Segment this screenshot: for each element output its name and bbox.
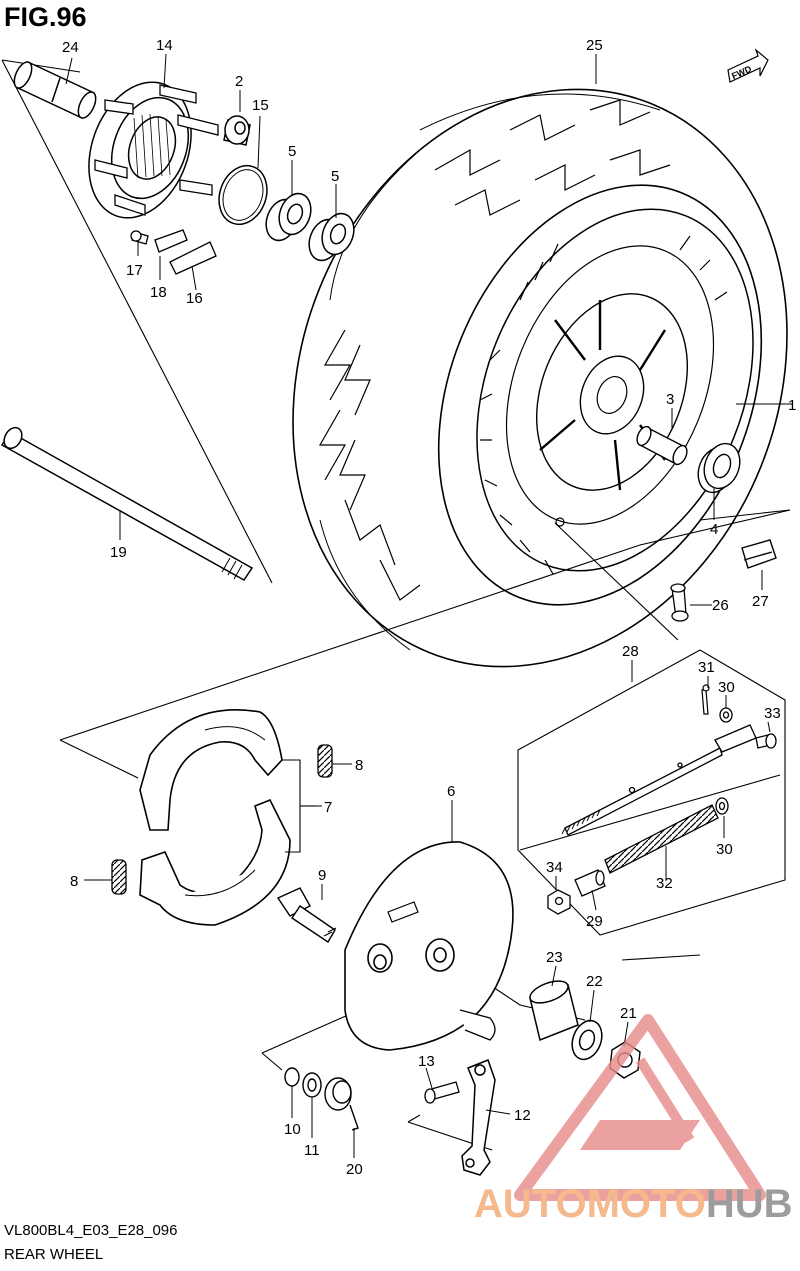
rear-axle (0, 426, 254, 581)
bolt-13 (424, 1081, 460, 1104)
shoe-bracket (282, 759, 316, 853)
brake-cam-lever (461, 1059, 496, 1176)
washer-30-lower (715, 797, 729, 815)
callout-1: 1 (788, 397, 796, 414)
callout-8-upper: 8 (355, 757, 363, 774)
callout-6: 6 (447, 783, 455, 800)
brake-shoe-upper (139, 709, 283, 831)
watermark-part-b: HUB (705, 1182, 793, 1226)
callout-20: 20 (346, 1161, 363, 1178)
valve-cap (741, 539, 777, 569)
washer-11 (302, 1072, 322, 1098)
callout-5b: 5 (331, 168, 339, 185)
callout-28: 28 (622, 643, 639, 660)
callout-27: 27 (752, 593, 769, 610)
hub-studs (94, 84, 219, 216)
pin-33 (755, 733, 777, 749)
tire (292, 88, 788, 668)
bearing-left-a (265, 192, 312, 242)
nut-34 (547, 889, 571, 915)
callout-32: 32 (656, 875, 673, 892)
callout-21: 21 (620, 1005, 637, 1022)
callout-30-lower: 30 (716, 841, 733, 858)
callout-12: 12 (514, 1107, 531, 1124)
bearing-left-b (308, 212, 355, 262)
hub-carrier (88, 81, 192, 219)
callout-18: 18 (150, 284, 167, 301)
callout-19: 19 (110, 544, 127, 561)
diagram-subtitle: REAR WHEEL (4, 1246, 104, 1263)
leader-lines (65, 53, 792, 1158)
callout-30-upper: 30 (718, 679, 735, 696)
chain-adjuster-plate (169, 241, 217, 275)
callout-33: 33 (764, 705, 781, 722)
brake-panel (344, 841, 514, 1051)
washer-30-upper (719, 707, 733, 723)
callout-4: 4 (710, 521, 718, 538)
watermark-triangle-icon (514, 1014, 766, 1201)
callout-31: 31 (698, 659, 715, 676)
brake-shoe-lower (139, 798, 291, 926)
figure-title: FIG.96 (4, 2, 87, 32)
spacer-23 (529, 980, 579, 1042)
callout-5a: 5 (288, 143, 296, 160)
callout-7: 7 (324, 799, 332, 816)
callout-2: 2 (235, 73, 243, 90)
model-code: VL800BL4_E03_E28_096 (4, 1222, 178, 1239)
callout-labels: 24 14 2 15 5 5 25 17 18 16 3 1 4 19 26 2… (62, 37, 796, 1178)
callout-13: 13 (418, 1053, 435, 1070)
callout-29: 29 (586, 913, 603, 930)
seal-22 (571, 1019, 603, 1061)
bearing-right (697, 442, 741, 494)
cotter-pin (701, 684, 710, 715)
callout-22: 22 (586, 973, 603, 990)
brake-rod (561, 724, 757, 836)
fwd-arrow-icon: FWD (727, 48, 769, 83)
watermark-logo: AUTOMOTOHUB (474, 1182, 793, 1227)
hub-spacer (636, 425, 688, 466)
callout-26: 26 (712, 597, 729, 614)
o-ring (218, 164, 268, 226)
callout-8-lower: 8 (70, 873, 78, 890)
circlip (284, 1067, 300, 1087)
callout-16: 16 (186, 290, 203, 307)
callout-24: 24 (62, 39, 79, 56)
callout-15: 15 (252, 97, 269, 114)
callout-14: 14 (156, 37, 173, 54)
callout-10: 10 (284, 1121, 301, 1138)
lock-plate (154, 229, 188, 253)
brake-cam (276, 887, 337, 943)
callout-25: 25 (586, 37, 603, 54)
callout-23: 23 (546, 949, 563, 966)
return-spring (324, 1077, 359, 1131)
callout-17: 17 (126, 262, 143, 279)
watermark-part-a: AUTOMOTO (474, 1182, 706, 1226)
spring-upper (317, 744, 333, 778)
brake-rod-box (517, 649, 786, 936)
collar (223, 115, 251, 146)
rod-spring-32 (604, 804, 719, 874)
wheel-rim (476, 208, 754, 575)
spring-lower (111, 859, 127, 895)
axle-sleeve (13, 60, 97, 120)
callout-34: 34 (546, 859, 563, 876)
small-bolt (130, 230, 149, 245)
joint-29 (574, 869, 606, 897)
tire-valve (670, 583, 689, 622)
guide-lines (1, 59, 791, 1151)
callout-3: 3 (666, 391, 674, 408)
callout-11: 11 (304, 1142, 320, 1159)
callout-9: 9 (318, 867, 326, 884)
fwd-label: FWD (730, 63, 753, 81)
